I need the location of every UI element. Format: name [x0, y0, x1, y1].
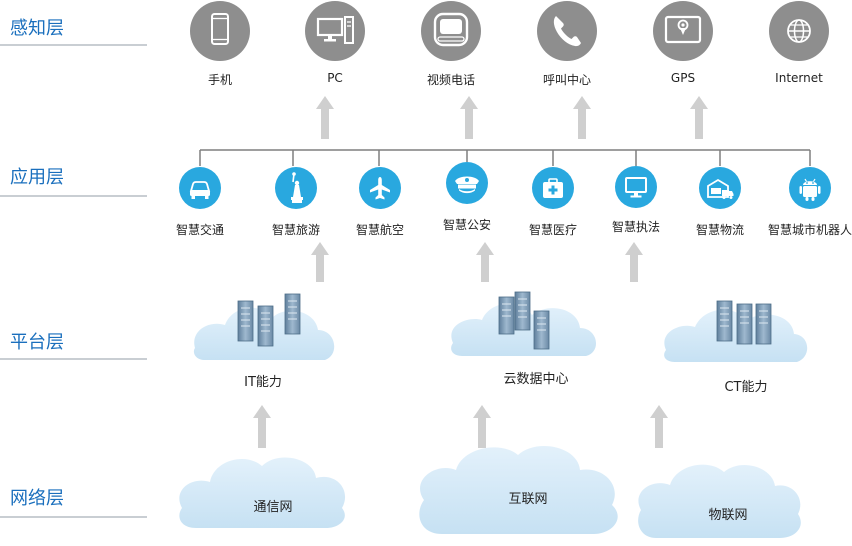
server-rack-icon [237, 293, 301, 347]
layer-title-network: 网络层 [10, 488, 64, 509]
car-icon [179, 167, 221, 209]
network-label: 互联网 [508, 492, 548, 507]
application-label: 智慧交通 [175, 223, 224, 237]
platform-label: 云数据中心 [503, 372, 569, 387]
application-label: 智慧医疗 [528, 223, 577, 237]
up-arrows-lower [253, 405, 668, 448]
network-label: 通信网 [253, 500, 293, 515]
bus-line [199, 149, 811, 166]
layer-divider [0, 195, 147, 197]
globe-icon [769, 1, 829, 61]
warehouse-truck-icon [699, 167, 741, 209]
device-label: Internet [775, 71, 823, 85]
application-label: 智慧城市机器人 [767, 223, 852, 237]
application-label: 智慧旅游 [271, 223, 320, 237]
layer-divider [0, 516, 147, 518]
application-label: 智慧执法 [611, 220, 660, 234]
server-rack-details [241, 298, 768, 332]
up-arrows-upper [316, 96, 708, 139]
device-label: GPS [670, 71, 696, 85]
network-clouds [179, 445, 801, 538]
medical-kit-icon [532, 167, 574, 209]
phone-handset-icon [537, 1, 597, 61]
device-label: 呼叫中心 [542, 73, 591, 87]
device-label: 视频电话 [426, 73, 475, 87]
video-phone-icon [421, 1, 481, 61]
device-label: PC [327, 71, 343, 85]
platform-label: IT能力 [244, 375, 282, 390]
layer-divider [0, 358, 147, 360]
mobile-phone-icon [190, 1, 250, 61]
layer-divider [0, 44, 147, 46]
server-rack-icon [716, 300, 772, 345]
desktop-pc-icon [305, 1, 365, 61]
monitor-icon [615, 166, 657, 208]
gps-tablet-icon [653, 1, 713, 61]
police-cap-icon [446, 162, 488, 204]
application-label: 智慧公安 [442, 218, 491, 232]
application-label: 智慧航空 [355, 223, 404, 237]
airplane-icon [359, 167, 401, 209]
layer-title-application: 应用层 [10, 167, 64, 188]
android-robot-icon [789, 167, 831, 209]
platform-label: CT能力 [724, 380, 768, 395]
layer-title-platform: 平台层 [10, 332, 64, 353]
statue-of-liberty-icon [275, 167, 317, 209]
layer-title-perception: 感知层 [10, 18, 64, 39]
network-label: 物联网 [708, 508, 748, 523]
application-label: 智慧物流 [695, 223, 744, 237]
up-arrows-middle [311, 242, 643, 282]
device-label: 手机 [207, 73, 232, 87]
